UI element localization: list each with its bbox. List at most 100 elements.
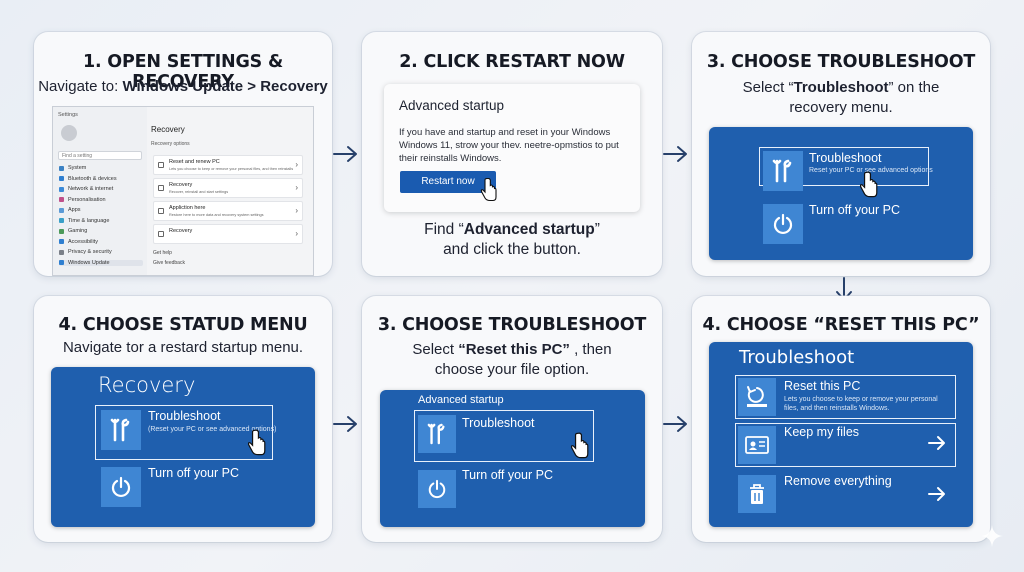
step-2-subtitle-line1: Find “Advanced startup” — [362, 220, 662, 240]
tools-icon — [772, 159, 792, 183]
settings-row-desc: Recover, reinstall and start settings — [169, 190, 229, 194]
hand-cursor-icon — [247, 429, 266, 456]
settings-sidebar-label: Gaming — [68, 228, 88, 234]
p6-reset-title: Reset this PC — [784, 379, 861, 393]
reset-icon — [747, 386, 767, 407]
troubleshoot-option[interactable] — [414, 410, 594, 462]
step-5-menu-panel: Advanced startup Troubleshoot Turn off y… — [380, 390, 645, 527]
step-1-subtitle-bold: Windows Update > Recovery — [122, 78, 328, 95]
step-3-sub-prefix: Select “ — [742, 79, 794, 96]
settings-search-input[interactable]: Find a setting — [58, 151, 142, 160]
step-2-sub-suffix: ” — [594, 221, 600, 238]
arrow-right-icon — [928, 436, 945, 450]
turn-off-tile[interactable] — [418, 470, 456, 508]
settings-row-icon — [158, 208, 164, 214]
settings-sidebar-label: Privacy & security — [68, 249, 112, 255]
power-icon — [428, 479, 446, 499]
troubleshoot-tile — [101, 410, 141, 450]
turn-off-tile[interactable] — [763, 204, 803, 244]
p4-turn-off-title: Turn off your PC — [148, 466, 240, 480]
step-5-sub-suffix: , then — [569, 341, 612, 358]
tools-icon — [427, 423, 445, 445]
hand-cursor-icon — [859, 171, 878, 198]
step-6-title: 4. CHOOSE “RESET THIS PC” — [702, 315, 980, 335]
chevron-right-icon: › — [295, 206, 298, 215]
settings-nav-icon — [59, 260, 64, 265]
chevron-right-icon: › — [295, 229, 298, 238]
settings-sidebar-item[interactable]: Personalisation — [59, 197, 106, 203]
step-2-sub-prefix: Find “ — [424, 221, 464, 238]
get-help-link[interactable]: Get help — [153, 250, 172, 256]
settings-nav-icon — [59, 197, 64, 202]
troubleshoot-option[interactable] — [759, 147, 929, 186]
trash-icon — [750, 484, 764, 504]
settings-sidebar-label: Accessibility — [68, 238, 98, 245]
arrow-right-icon — [928, 487, 945, 501]
arrow-right-icon — [663, 416, 687, 432]
settings-sidebar-item[interactable]: Network & internet — [59, 186, 113, 192]
settings-nav-icon — [59, 228, 64, 234]
reset-tile — [738, 378, 776, 416]
settings-row-title: Recovery — [169, 182, 193, 188]
settings-window: Settings Find a setting Recovery Recover… — [52, 106, 314, 276]
step-6-menu-panel: Troubleshoot Reset this PC Lets you choo… — [709, 342, 973, 527]
contact-card-icon — [745, 436, 769, 454]
step-3-sub-bold: Troubleshoot — [793, 79, 889, 96]
hand-cursor-icon — [570, 432, 589, 459]
advanced-startup-heading: Advanced startup — [399, 98, 505, 113]
settings-sidebar-item[interactable]: Accessibility — [59, 239, 98, 245]
settings-sidebar-item[interactable]: Privacy & security — [59, 249, 112, 255]
settings-row-title: Recovery — [169, 228, 193, 234]
step-2-sub-bold: Advanced startup — [463, 221, 595, 238]
settings-nav-icon — [59, 165, 64, 171]
settings-sidebar-item[interactable]: Apps — [59, 207, 81, 213]
p3-turn-off-title: Turn off your PC — [809, 203, 901, 217]
step-1-title: 1. OPEN SETTINGS & RECOVERY — [82, 52, 284, 92]
settings-sidebar-item[interactable]: Bluetooth & devices — [59, 176, 117, 182]
settings-sidebar-label: Apps — [68, 207, 81, 213]
arrow-right-icon — [663, 146, 687, 162]
troubleshoot-option[interactable] — [95, 405, 273, 460]
settings-sidebar-label: Network & internet — [68, 186, 114, 192]
settings-row-icon — [158, 162, 164, 168]
p4-troubleshoot-title: Troubleshoot — [148, 409, 221, 423]
step-5-title: 3. CHOOSE TROUBLESHOOT — [377, 315, 647, 335]
turn-off-tile[interactable] — [101, 467, 141, 507]
settings-sidebar-label: Time & language — [68, 217, 110, 224]
p3-troubleshoot-title: Troubleshoot — [809, 151, 882, 165]
step-3-title: 3. CHOOSE TROUBLESHOOT — [706, 52, 976, 72]
hand-cursor-icon — [480, 178, 497, 202]
settings-recovery-row[interactable]: Recovery › — [153, 224, 303, 244]
step-3-sub-suffix: ” on the — [888, 79, 940, 96]
settings-sidebar-item[interactable]: Windows Update — [59, 259, 143, 266]
settings-sidebar-item[interactable]: Time & language — [59, 218, 109, 224]
chevron-right-icon: › — [295, 183, 298, 192]
restart-now-button[interactable]: Restart now — [400, 171, 496, 193]
p3-troubleshoot-desc: Reset your PC or see advanced options — [809, 167, 933, 174]
give-feedback-link[interactable]: Give feedback — [153, 260, 185, 266]
keep-files-tile — [738, 426, 776, 464]
p6-reset-desc: Lets you choose to keep or remove your p… — [784, 396, 938, 412]
p5-troubleshoot-title: Troubleshoot — [462, 416, 535, 430]
step-2-card: 2. CLICK RESTART NOW Advanced startup If… — [362, 32, 662, 276]
keep-my-files-option[interactable] — [735, 423, 956, 467]
troubleshoot-tile — [418, 415, 456, 453]
settings-sidebar-label: System — [68, 165, 87, 171]
sparkle-icon — [981, 525, 1003, 547]
p5-heading: Advanced startup — [418, 394, 504, 406]
settings-app-name: Settings — [58, 112, 78, 118]
reset-this-pc-option[interactable] — [735, 375, 956, 419]
settings-sidebar-item[interactable]: Gaming — [59, 228, 87, 234]
settings-nav-icon — [59, 207, 64, 213]
step-1-subtitle-prefix: Navigate to: — [38, 78, 123, 95]
step-2-subtitle-line2: and click the button. — [443, 241, 581, 258]
settings-sidebar-item[interactable]: System — [59, 165, 86, 171]
settings-row-desc: Lets you choose to keep or remove your p… — [169, 167, 294, 171]
arrow-right-icon — [333, 146, 357, 162]
step-1-subtitle: Navigate to: Windows Update > Recovery — [34, 77, 332, 97]
remove-tile[interactable] — [738, 475, 776, 513]
settings-page-title: Recovery — [151, 125, 185, 134]
